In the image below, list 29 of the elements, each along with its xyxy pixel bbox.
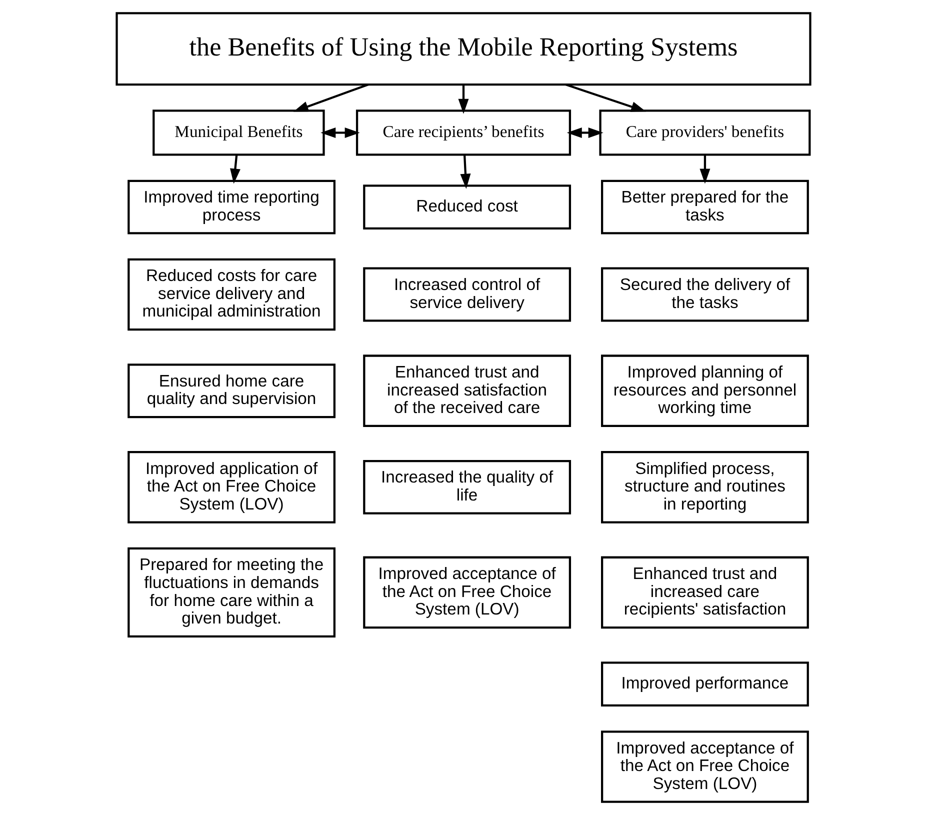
node-box: Ensured home care quality and supervision <box>127 364 335 418</box>
node-box: Improved acceptance of the Act on Free Choice System (LOV) <box>362 556 571 629</box>
arrow <box>292 84 368 112</box>
node-box: Enhanced trust and increased satisfaction of the received care <box>362 354 571 427</box>
node-box: Enhanced trust and increased care recipients' satisfaction <box>600 556 808 629</box>
arrow <box>320 127 360 138</box>
node-box: Improved performance <box>600 662 808 707</box>
node-box: Reduced costs for care service delivery and municipal administration <box>127 258 335 331</box>
node-box: Secured the delivery of the tasks <box>600 267 808 322</box>
arrow <box>460 155 470 189</box>
arrow <box>565 84 646 112</box>
node-box: Reduced cost <box>362 184 571 230</box>
node-box: Simplified process, structure and routines in reporting <box>600 451 808 524</box>
node-box: Increased the quality of life <box>362 460 571 514</box>
node-box: Care providers' benefits <box>598 110 810 156</box>
node-box: Better prepared for the tasks <box>600 180 808 234</box>
node-box: Care recipients’ benefits <box>355 110 571 156</box>
node-box: Improved acceptance of the Act on Free Choice System (LOV) <box>600 730 808 803</box>
node-box: Municipal Benefits <box>152 110 324 156</box>
node-box: Improved application of the Act on Free Choice System (LOV) <box>127 451 335 524</box>
node-box: Improved time reporting process <box>127 180 335 234</box>
node-box: Improved planning of resources and personnel working time <box>600 354 808 427</box>
node-box: the Benefits of Using the Mobile Reporting Systems <box>115 12 811 86</box>
arrow <box>458 84 468 114</box>
node-box: Increased control of service delivery <box>362 267 571 322</box>
arrow <box>699 155 710 184</box>
node-box: Prepared for meeting the fluctuations in demands for home care within a given budget. <box>127 547 335 638</box>
arrow <box>566 127 603 138</box>
arrow <box>230 155 240 184</box>
